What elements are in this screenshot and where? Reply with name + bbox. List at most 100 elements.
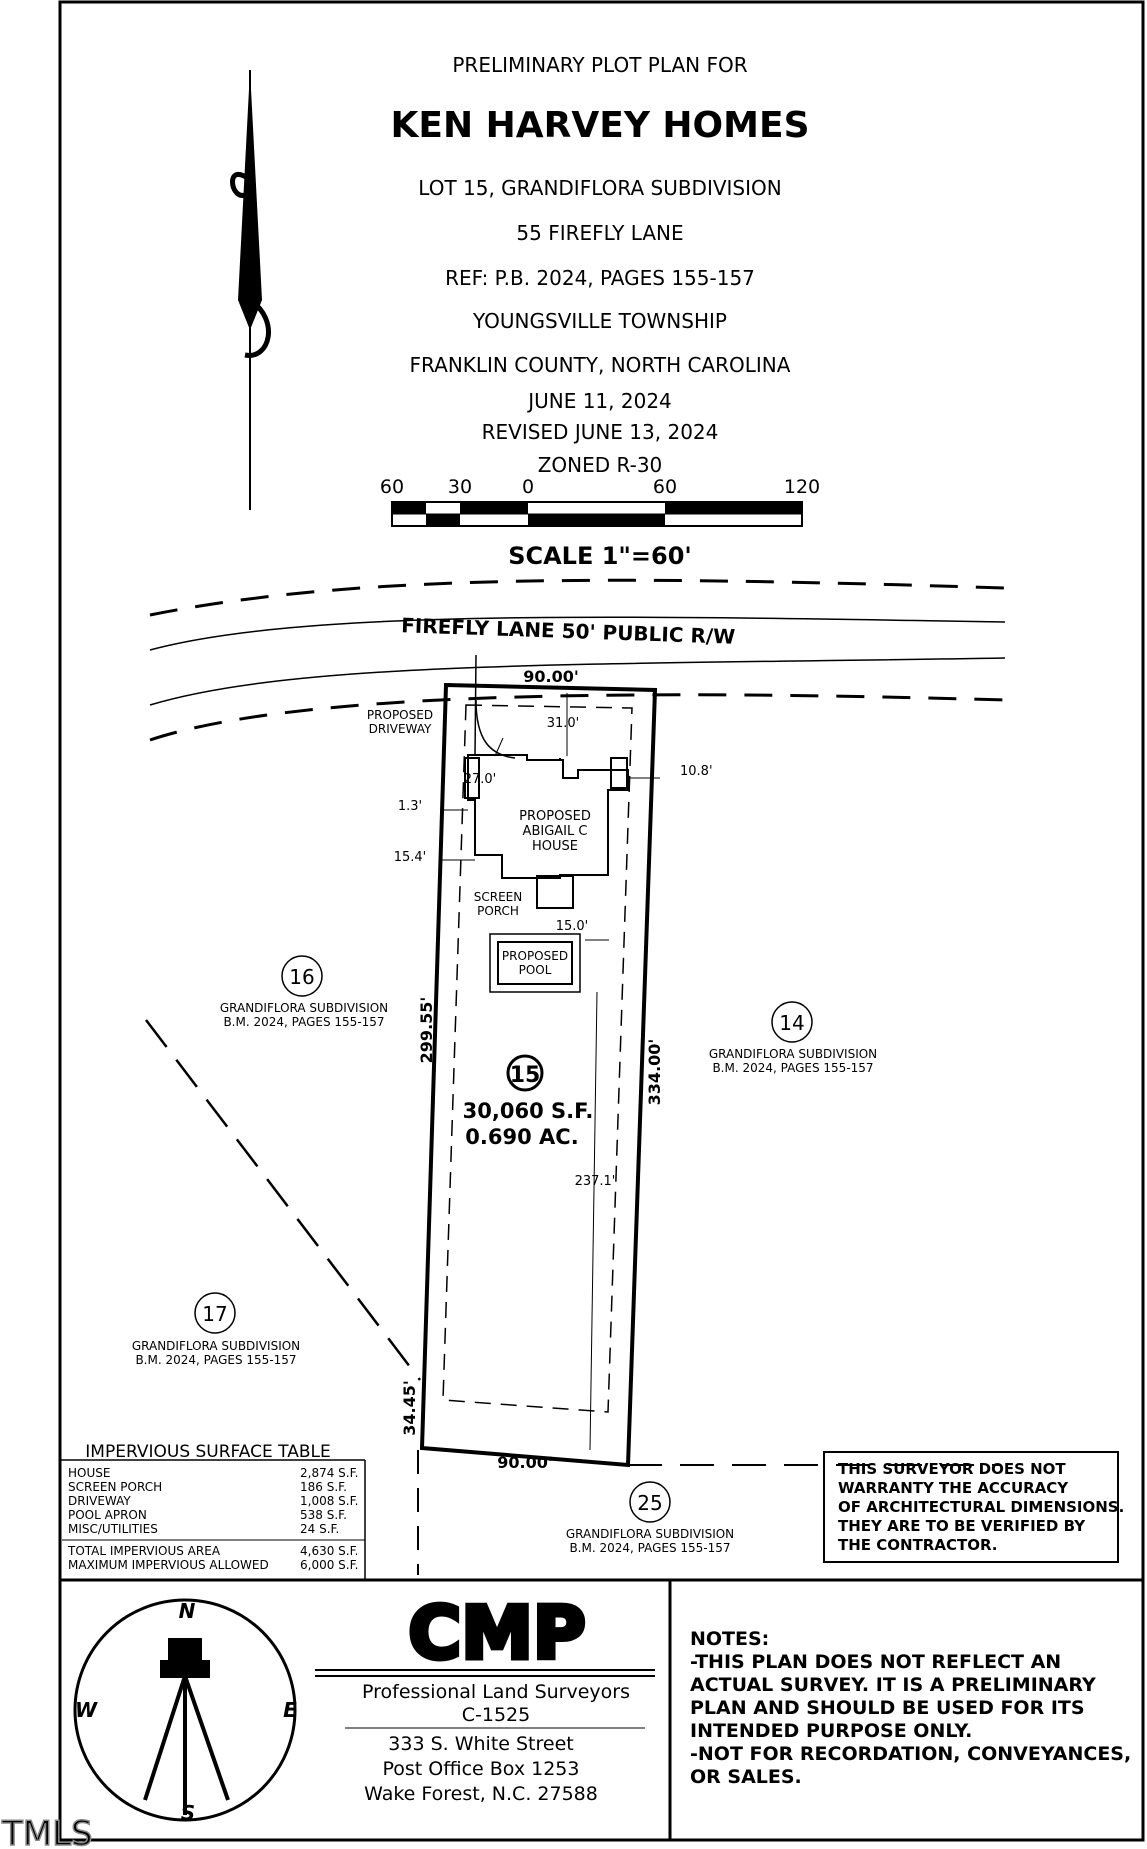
- rear-setback-dim: 237.1': [575, 1174, 616, 1189]
- adjacent-lot-14: 14 GRANDIFLORA SUBDIVISION B.M. 2024, PA…: [709, 1001, 877, 1075]
- adjacent-lot-number: 14: [779, 1011, 804, 1035]
- adjacent-lot-subdivision: GRANDIFLORA SUBDIVISION: [566, 1527, 734, 1541]
- lot-area-ac: 0.690 AC.: [465, 1125, 578, 1149]
- compass-n: N: [179, 1599, 196, 1623]
- lot-rear-dimension: 90.00': [497, 1453, 553, 1472]
- company-line-1: Professional Land Surveyors: [362, 1681, 630, 1703]
- pool: [489, 933, 581, 993]
- lot-left-dimension: 299.55': [417, 997, 436, 1064]
- table-total-value: 6,000 S.F.: [300, 1558, 358, 1572]
- notes-line: -NOT FOR RECORDATION, CONVEYANCES,: [690, 1743, 1131, 1765]
- compass-e: E: [283, 1698, 297, 1722]
- title-line-1: PRELIMINARY PLOT PLAN FOR: [452, 53, 747, 77]
- scale-label: SCALE 1"=60': [508, 542, 692, 570]
- adjacent-lot-subdivision: GRANDIFLORA SUBDIVISION: [132, 1339, 300, 1353]
- table-row-value: 538 S.F.: [300, 1508, 347, 1522]
- lot-number: 15: [510, 1063, 541, 1088]
- company-line-3: 333 S. White Street: [388, 1733, 573, 1755]
- house-footprint: [464, 754, 629, 909]
- dimension-lines: [440, 693, 660, 1451]
- table-row-value: 186 S.F.: [300, 1480, 347, 1494]
- title-line-8: JUNE 11, 2024: [526, 389, 672, 413]
- pool-label: POOL: [519, 963, 552, 977]
- mls-watermark: TMLS: [1, 1814, 93, 1849]
- house-width-dim: 27.0': [464, 772, 497, 787]
- adjacent-lot-number: 17: [202, 1302, 227, 1326]
- title-line-10: ZONED R-30: [538, 453, 663, 477]
- impervious-surface-table: IMPERVIOUS SURFACE TABLE HOUSE 2,874 S.F…: [60, 1442, 366, 1580]
- setback-front-dim: 31.0': [547, 716, 580, 731]
- compass-w: W: [75, 1698, 98, 1722]
- driveway-label: DRIVEWAY: [369, 722, 432, 736]
- table-row-label: POOL APRON: [68, 1508, 147, 1522]
- house-label: HOUSE: [532, 839, 578, 854]
- compass-rose: N S E W: [73, 1598, 297, 1825]
- house-label: PROPOSED: [519, 809, 591, 824]
- scale-tick-label: 60: [380, 476, 404, 498]
- table-row-label: MISC/UTILITIES: [68, 1522, 158, 1536]
- adjacent-lot-reference: B.M. 2024, PAGES 155-157: [223, 1015, 384, 1029]
- building-setback-line: [442, 704, 633, 1413]
- table-row-label: HOUSE: [68, 1466, 110, 1480]
- table-row-label: SCREEN PORCH: [68, 1480, 162, 1494]
- side-left-dim: 1.3': [398, 799, 422, 814]
- driveway-label: PROPOSED: [367, 708, 433, 722]
- road-firefly-lane: [149, 578, 1006, 742]
- table-total-label: TOTAL IMPERVIOUS AREA: [67, 1544, 221, 1558]
- adjacent-lot-reference: B.M. 2024, PAGES 155-157: [135, 1353, 296, 1367]
- lot-right-dimension: 334.00': [645, 1039, 664, 1106]
- road-label: FIREFLY LANE 50' PUBLIC R/W: [401, 613, 736, 649]
- disclaimer-line: OF ARCHITECTURAL DIMENSIONS.: [838, 1498, 1124, 1516]
- table-row-value: 1,008 S.F.: [300, 1494, 358, 1508]
- lot-number-circle: [506, 1054, 544, 1092]
- side-right-dim: 10.8': [680, 764, 713, 779]
- disclaimer-line: THEY ARE TO BE VERIFIED BY: [838, 1517, 1086, 1535]
- company-logo: CMP: [408, 1591, 585, 1675]
- lot-area-sf: 30,060 S.F.: [463, 1099, 594, 1123]
- table-row-value: 24 S.F.: [300, 1522, 339, 1536]
- house-label: ABIGAIL C: [523, 824, 588, 839]
- surveyor-tripod-icon: [143, 1638, 230, 1815]
- notes-line: OR SALES.: [690, 1766, 802, 1788]
- compass-s: S: [181, 1801, 195, 1825]
- north-arrow-icon: [230, 70, 271, 510]
- pool-label: PROPOSED: [502, 949, 568, 963]
- adjacent-lot-subdivision: GRANDIFLORA SUBDIVISION: [709, 1047, 877, 1061]
- company-line-4: Post Office Box 1253: [382, 1758, 579, 1780]
- disclaimer-line: THE CONTRACTOR.: [838, 1536, 997, 1554]
- notes-line: -THIS PLAN DOES NOT REFLECT AN: [690, 1651, 1061, 1673]
- title-line-6: YOUNGSVILLE TOWNSHIP: [472, 309, 727, 333]
- pool-offset-dim: 15.0': [556, 919, 589, 934]
- notes-line: INTENDED PURPOSE ONLY.: [690, 1720, 972, 1742]
- lot-front-dimension: 90.00': [523, 667, 579, 686]
- adjacent-lot-number: 16: [289, 965, 314, 989]
- title-line-2: KEN HARVEY HOMES: [391, 105, 810, 146]
- side-left2-dim: 15.4': [394, 850, 427, 865]
- title-line-4: 55 FIREFLY LANE: [516, 221, 683, 245]
- table-row-value: 2,874 S.F.: [300, 1466, 358, 1480]
- title-line-5: REF: P.B. 2024, PAGES 155-157: [445, 266, 755, 290]
- table-total-value: 4,630 S.F.: [300, 1544, 358, 1558]
- scale-tick-label: 30: [448, 476, 472, 498]
- driveway-curve: [475, 699, 516, 759]
- outer-border: [58, 0, 1145, 1842]
- scale-bar: 60 30 0 60 120 SCALE 1"=60': [380, 476, 820, 570]
- adjacent-lot-reference: B.M. 2024, PAGES 155-157: [712, 1061, 873, 1075]
- adjacent-lot-number: 25: [637, 1491, 662, 1515]
- table-title: IMPERVIOUS SURFACE TABLE: [85, 1442, 330, 1462]
- company-line-5: Wake Forest, N.C. 27588: [364, 1783, 598, 1805]
- table-row-label: DRIVEWAY: [68, 1494, 131, 1508]
- lot-left-extra-dimension: 34.45': [400, 1380, 419, 1436]
- adjacent-lot-reference: B.M. 2024, PAGES 155-157: [569, 1541, 730, 1555]
- porch-label: PORCH: [477, 904, 519, 918]
- neighbor-lot-line: [145, 1019, 421, 1381]
- scale-tick-label: 0: [522, 476, 534, 498]
- notes-line: ACTUAL SURVEY. IT IS A PRELIMINARY: [690, 1674, 1096, 1696]
- adjacent-lot-subdivision: GRANDIFLORA SUBDIVISION: [220, 1001, 388, 1015]
- adjacent-lot-16: 16 GRANDIFLORA SUBDIVISION B.M. 2024, PA…: [220, 955, 388, 1029]
- adjacent-lot-25: 25 GRANDIFLORA SUBDIVISION B.M. 2024, PA…: [566, 1481, 734, 1555]
- porch-label: SCREEN: [474, 890, 522, 904]
- disclaimer-line: THIS SURVEYOR DOES NOT: [838, 1460, 1066, 1478]
- disclaimer-box: THIS SURVEYOR DOES NOT WARRANTY THE ACCU…: [823, 1451, 1124, 1563]
